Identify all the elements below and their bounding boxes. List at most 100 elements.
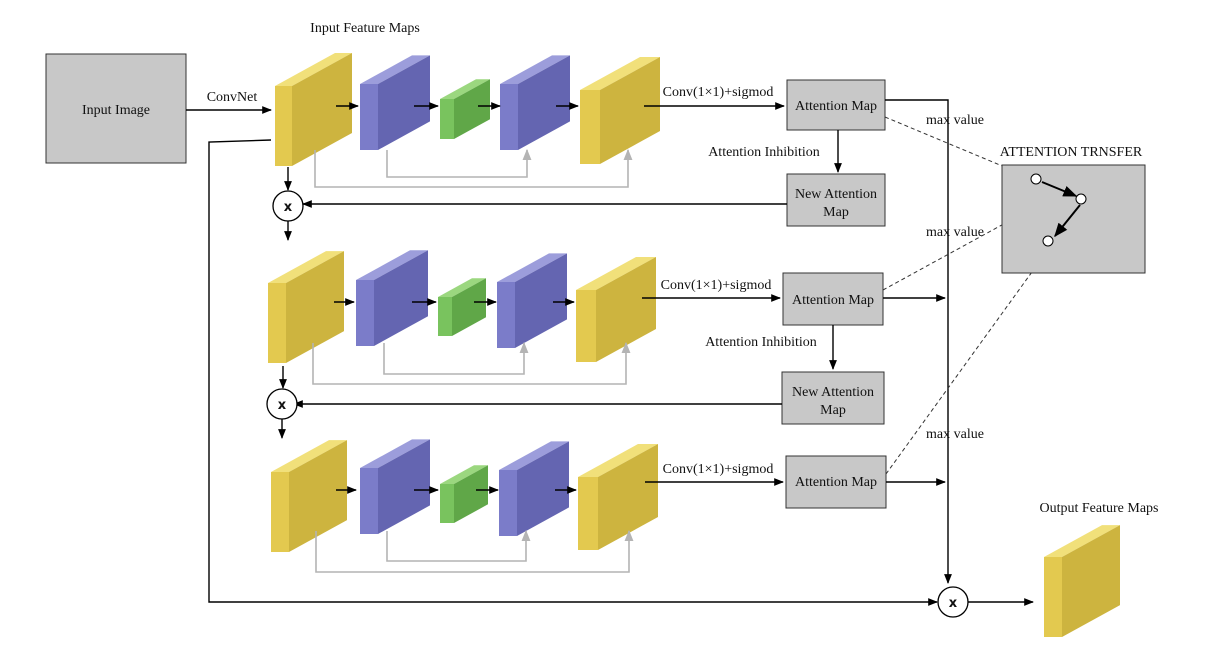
- attention-map-label-1: Attention Map: [795, 99, 877, 114]
- new-attention-map-label-1b: Map: [823, 205, 849, 220]
- feature-block-icon-output-yellow-top: [1044, 525, 1120, 557]
- feature-block-icon-s2-4-blue-top: [497, 253, 567, 282]
- feature-block-icon-s3-3-green-side: [454, 465, 488, 523]
- attention-inhibition-label-2: Attention Inhibition: [705, 335, 817, 350]
- feature-block-icon-s1-2-blue-top: [360, 55, 430, 84]
- feature-block-icon-s1-3-green-side: [454, 79, 490, 139]
- feature-block-icon-s2-1-yellow-side: [286, 251, 344, 363]
- feature-block-icon-s2-1-yellow-top: [268, 251, 344, 283]
- max-value-label-3: max value: [926, 427, 984, 442]
- feature-block-icon-s3-1-yellow-side: [289, 440, 347, 552]
- feature-block-icon-s1-5-yellow-side: [600, 57, 660, 164]
- feature-block-icon-s1-4-blue-top: [500, 55, 570, 84]
- feature-block-icon-s2-4-blue-front: [497, 282, 515, 348]
- feature-block-icon-s2-1-yellow: [268, 251, 344, 363]
- feature-block-icon-s3-3-green-front: [440, 484, 454, 523]
- bypass-path: [208, 139, 938, 606]
- feature-block-icon-s2-3-green-top: [438, 278, 486, 297]
- convnet-label: ConvNet: [207, 90, 258, 105]
- feature-block-icon-s2-5-yellow-side: [596, 257, 656, 362]
- feature-block-icon-s3-5-yellow-top: [578, 444, 658, 477]
- feature-blocks-layer: [268, 53, 1120, 637]
- feature-block-icon-s3-4-blue-side: [517, 441, 569, 536]
- feature-block-icon-s1-3-green-front: [440, 99, 454, 139]
- feature-block-icon-s1-3-green-top: [440, 79, 490, 99]
- feature-block-icon-s2-2-blue: [356, 250, 428, 346]
- attention-map-box-3: [785, 455, 887, 509]
- new-attention-map-label-2b: Map: [820, 403, 846, 418]
- feature-block-icon-s1-1-yellow-side: [292, 53, 352, 166]
- feature-block-icon-s3-5-yellow-front: [578, 477, 598, 550]
- feature-block-icon-s3-3-green: [440, 465, 488, 523]
- feature-block-icon-s1-4-blue: [500, 55, 570, 150]
- attention-map-label-3: Attention Map: [795, 475, 877, 490]
- multiply-label-1: x: [284, 200, 293, 215]
- feature-block-icon-s1-1-yellow-front: [275, 86, 292, 166]
- input-image-label: Input Image: [82, 103, 150, 118]
- feature-block-icon-s1-5-yellow: [580, 57, 660, 164]
- multiply-label-final: x: [949, 596, 958, 611]
- max-path-1: [885, 99, 952, 584]
- conv-sigmod-label-2: Conv(1×1)+sigmod: [661, 278, 772, 293]
- feature-block-icon-s1-2-blue-front: [360, 84, 378, 150]
- feature-block-icon-s2-1-yellow-front: [268, 283, 286, 363]
- attention-map-label-2: Attention Map: [792, 293, 874, 308]
- feature-block-icon-s1-4-blue-front: [500, 84, 518, 150]
- conv-sigmod-label-1: Conv(1×1)+sigmod: [663, 85, 774, 100]
- feature-block-icon-s2-5-yellow: [576, 257, 656, 362]
- feature-block-icon-s2-4-blue: [497, 253, 567, 348]
- feature-block-icon-s1-4-blue-side: [518, 55, 570, 150]
- transfer-node-icon-2: [1075, 193, 1087, 205]
- transfer-node-icon-3: [1042, 235, 1054, 247]
- feature-block-icon-s3-1-yellow: [271, 440, 347, 552]
- feature-block-icon-s3-4-blue: [499, 441, 569, 536]
- new-attention-map-box-2: [781, 371, 885, 425]
- stage-2-attention: Conv(1×1)+sigmod Attention Map Attention…: [293, 202, 1043, 425]
- attention-map-box-2: [782, 272, 884, 326]
- feature-block-icon-s3-1-yellow-top: [271, 440, 347, 472]
- feature-block-icon-s3-5-yellow-side: [598, 444, 658, 550]
- feature-block-icon-s3-5-yellow: [578, 444, 658, 550]
- max-value-label-1: max value: [926, 113, 984, 128]
- new-attention-map-label-2a: New Attention: [792, 385, 874, 400]
- feature-block-icon-output-yellow-front: [1044, 557, 1062, 637]
- feature-block-icon-s1-3-green: [440, 79, 490, 139]
- feature-block-icon-s2-4-blue-side: [515, 253, 567, 348]
- feature-block-icon-s2-2-blue-front: [356, 280, 374, 346]
- skip-connections-stage-3: [315, 529, 634, 573]
- feature-block-icon-s1-1-yellow: [275, 53, 352, 166]
- new-attention-map-label-1a: New Attention: [795, 187, 877, 202]
- feature-block-icon-s2-3-green-side: [452, 278, 486, 336]
- input-feature-maps-label: Input Feature Maps: [310, 21, 420, 36]
- attention-inhibition-label-1: Attention Inhibition: [708, 145, 820, 160]
- feature-block-icon-s1-5-yellow-top: [580, 57, 660, 90]
- transfer-node-icon-1: [1030, 173, 1042, 185]
- new-attention-map-box-1: [786, 173, 886, 227]
- feature-block-icon-s3-1-yellow-front: [271, 472, 289, 552]
- conv-sigmod-label-3: Conv(1×1)+sigmod: [663, 462, 774, 477]
- feature-block-icon-s3-2-blue-side: [378, 439, 430, 534]
- feature-block-icon-s3-2-blue: [360, 439, 430, 534]
- feature-block-icon-s2-5-yellow-top: [576, 257, 656, 290]
- feature-block-icon-s1-1-yellow-top: [275, 53, 352, 86]
- feature-block-icon-s2-3-green: [438, 278, 486, 336]
- attention-map-box-1: [786, 79, 886, 131]
- stage-flow: x x: [266, 167, 304, 439]
- feature-block-icon-s1-2-blue-side: [378, 55, 430, 150]
- feature-block-icon-s2-3-green-front: [438, 297, 452, 336]
- skip-connections-stage-2: [312, 341, 631, 385]
- skip-connections-stage-1: [314, 148, 633, 188]
- attention-transfer-label: ATTENTION TRNSFER: [1000, 145, 1143, 160]
- multiply-label-2: x: [278, 398, 287, 413]
- feature-block-icon-output-yellow: [1044, 525, 1120, 637]
- feature-block-icon-s3-3-green-top: [440, 465, 488, 484]
- horizontal-connectors-layer: [334, 102, 579, 494]
- max-value-label-2: max value: [926, 225, 984, 240]
- feature-block-icon-s1-2-blue: [360, 55, 430, 150]
- feature-block-icon-s2-2-blue-side: [374, 250, 428, 346]
- feature-block-icon-s3-4-blue-top: [499, 441, 569, 470]
- feature-block-icon-s3-2-blue-front: [360, 468, 378, 534]
- feature-block-icon-s2-2-blue-top: [356, 250, 428, 280]
- feature-block-icon-output-yellow-side: [1062, 525, 1120, 637]
